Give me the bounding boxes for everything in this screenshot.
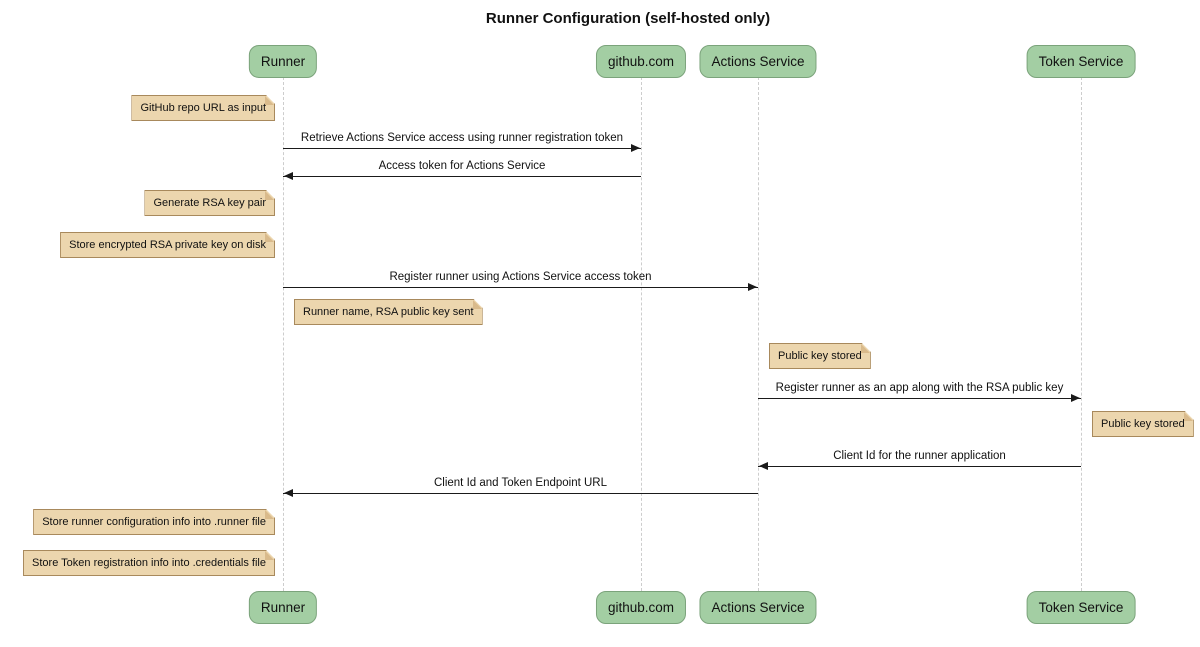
note-fold-icon [1184, 412, 1193, 421]
arrowhead-icon [748, 283, 757, 291]
message-line [283, 176, 641, 177]
actor-bottom-token: Token Service [1026, 591, 1136, 624]
note-fold-icon [265, 551, 274, 560]
note: Store encrypted RSA private key on disk [60, 232, 275, 258]
note-fold-icon [265, 96, 274, 105]
note: Generate RSA key pair [144, 190, 275, 216]
message-line [283, 493, 758, 494]
note-fold-icon [265, 233, 274, 242]
message-line [758, 398, 1081, 399]
message-label: Retrieve Actions Service access using ru… [300, 132, 624, 144]
actor-bottom-github: github.com [595, 591, 687, 624]
actor-bottom-actions: Actions Service [699, 591, 817, 624]
actor-top-runner: Runner [248, 45, 318, 78]
message-line [283, 148, 641, 149]
note: Public key stored [769, 343, 871, 369]
note-fold-icon [861, 344, 870, 353]
note-fold-icon [473, 300, 482, 309]
message-line [283, 287, 758, 288]
arrowhead-icon [759, 462, 768, 470]
lifeline-github [641, 77, 642, 591]
note-fold-icon [265, 510, 274, 519]
note-fold-icon [265, 191, 274, 200]
arrowhead-icon [631, 144, 640, 152]
lifeline-runner [283, 77, 284, 591]
message-label: Register runner as an app along with the… [775, 382, 1064, 394]
note: GitHub repo URL as input [131, 95, 275, 121]
message-label: Client Id and Token Endpoint URL [433, 477, 608, 489]
note: Runner name, RSA public key sent [294, 299, 483, 325]
actor-top-actions: Actions Service [699, 45, 817, 78]
message-label: Register runner using Actions Service ac… [389, 271, 652, 283]
message-line [758, 466, 1081, 467]
actor-top-github: github.com [595, 45, 687, 78]
message-label: Client Id for the runner application [833, 450, 1006, 462]
arrowhead-icon [284, 172, 293, 180]
actor-bottom-runner: Runner [248, 591, 318, 624]
arrowhead-icon [284, 489, 293, 497]
message-label: Access token for Actions Service [378, 160, 546, 172]
note: Store Token registration info into .cred… [23, 550, 275, 576]
actor-top-token: Token Service [1026, 45, 1136, 78]
diagram-title: Runner Configuration (self-hosted only) [485, 10, 771, 27]
arrowhead-icon [1071, 394, 1080, 402]
note: Store runner configuration info into .ru… [33, 509, 275, 535]
lifeline-actions [758, 77, 759, 591]
note: Public key stored [1092, 411, 1194, 437]
lifeline-token [1081, 77, 1082, 591]
